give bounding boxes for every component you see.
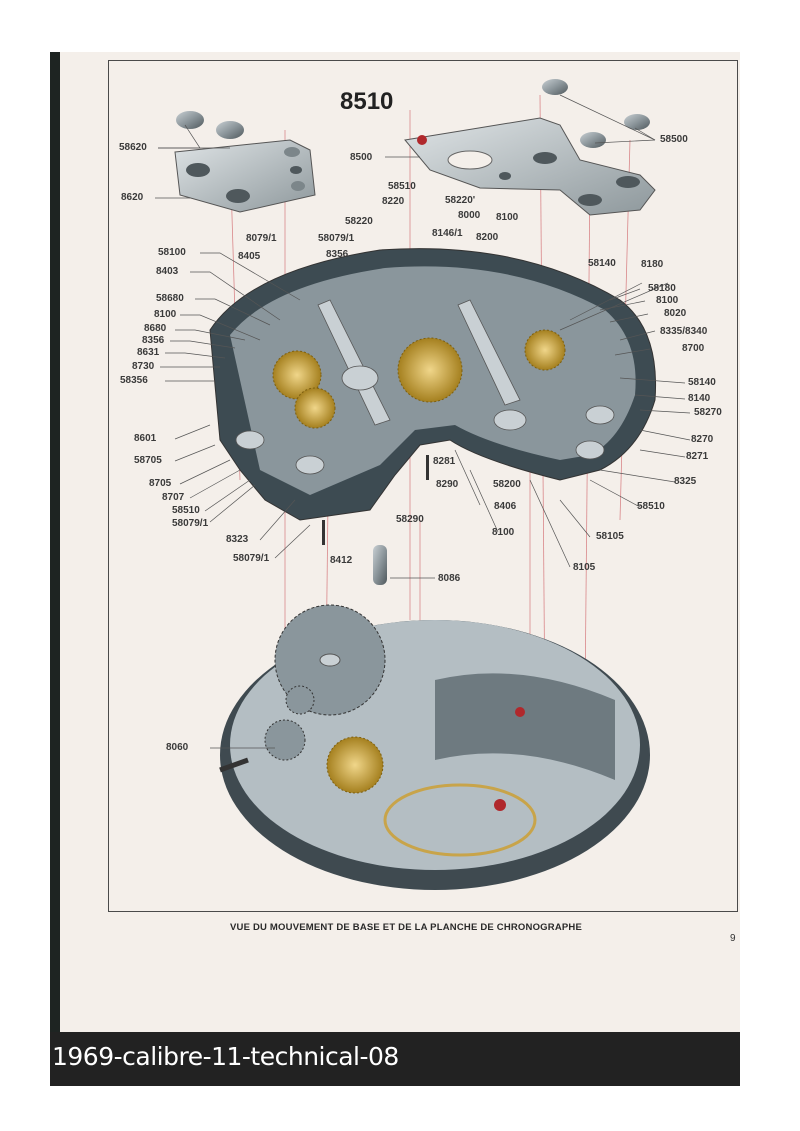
part-label: 8290 bbox=[436, 479, 459, 490]
part-label: 8105 bbox=[573, 562, 596, 573]
pin-8412 bbox=[322, 520, 325, 545]
part-label: 8200 bbox=[476, 232, 499, 243]
part-label: 8403 bbox=[156, 266, 179, 277]
part-label: 8325 bbox=[674, 476, 697, 487]
part-label: 8700 bbox=[682, 343, 705, 354]
image-filename-caption: 1969-calibre-11-technical-08 bbox=[52, 1042, 399, 1071]
part-label: 8356 bbox=[142, 335, 165, 346]
part-label: 8281 bbox=[433, 456, 456, 467]
part-label: 8180 bbox=[641, 259, 664, 270]
part-label: 8271 bbox=[686, 451, 709, 462]
bridge-8620 bbox=[174, 139, 316, 213]
part-label: 8705 bbox=[149, 478, 172, 489]
part-label: 58356 bbox=[120, 375, 148, 386]
part-label: 8100 bbox=[154, 309, 177, 320]
part-label: 58140 bbox=[588, 258, 616, 269]
part-label: 8100 bbox=[496, 212, 519, 223]
part-label: 58100 bbox=[158, 247, 186, 258]
leader-lines bbox=[155, 94, 691, 749]
part-label: 58140 bbox=[688, 377, 716, 388]
screws-58620 bbox=[176, 111, 244, 139]
part-label: 58680 bbox=[156, 293, 184, 304]
part-label: 58290 bbox=[396, 514, 424, 525]
pusher-8086 bbox=[373, 545, 387, 585]
part-label: 58510 bbox=[388, 181, 416, 192]
page-number: 9 bbox=[730, 933, 736, 944]
part-label: 8412 bbox=[330, 555, 353, 566]
part-label: 58180 bbox=[648, 283, 676, 294]
binding-edge bbox=[50, 52, 60, 1032]
part-label: 58079/1 bbox=[318, 233, 355, 244]
part-label: 8100 bbox=[492, 527, 515, 538]
part-label: 58200 bbox=[493, 479, 521, 490]
part-label: 58105 bbox=[596, 531, 624, 542]
illustration-frame bbox=[108, 60, 738, 912]
part-label: 8620 bbox=[121, 192, 144, 203]
part-label: 8100 bbox=[656, 295, 679, 306]
part-label: 8146/1 bbox=[432, 228, 463, 239]
figure-caption: VUE DU MOUVEMENT DE BASE ET DE LA PLANCH… bbox=[230, 922, 583, 933]
part-label: 58705 bbox=[134, 455, 162, 466]
part-label: 8140 bbox=[688, 393, 711, 404]
brass-wheels bbox=[272, 329, 566, 429]
part-label: 8680 bbox=[144, 323, 167, 334]
part-label: 8020 bbox=[664, 308, 687, 319]
part-label: 8079/1 bbox=[246, 233, 277, 244]
pin-8281 bbox=[426, 455, 429, 480]
bridge-8500 bbox=[404, 117, 656, 216]
part-label: 8730 bbox=[132, 361, 155, 372]
part-label: 8323 bbox=[226, 534, 249, 545]
part-label: 8601 bbox=[134, 433, 157, 444]
part-label: 58270 bbox=[694, 407, 722, 418]
part-label: 58079/1 bbox=[233, 553, 270, 564]
screws-58500 bbox=[542, 79, 650, 148]
part-label: 58510 bbox=[172, 505, 200, 516]
part-label: 8000 bbox=[458, 210, 481, 221]
part-label: 8270 bbox=[691, 434, 714, 445]
part-label: 58620 bbox=[119, 142, 147, 153]
calibre-number-title: 8510 bbox=[340, 88, 394, 115]
part-label: 8406 bbox=[494, 501, 517, 512]
part-label: 8500 bbox=[350, 152, 373, 163]
part-label: 8356 bbox=[326, 249, 349, 260]
image-caption-bar bbox=[50, 1032, 740, 1086]
part-label: 58220' bbox=[445, 195, 476, 206]
part-label: 58079/1 bbox=[172, 518, 209, 529]
part-label: 8707 bbox=[162, 492, 185, 503]
part-label: 8631 bbox=[137, 347, 160, 358]
part-label: 58510 bbox=[637, 501, 665, 512]
part-label: 8335/8340 bbox=[660, 326, 708, 337]
part-label: 58500 bbox=[660, 134, 688, 145]
base-movement bbox=[219, 604, 650, 890]
chrono-levers bbox=[235, 299, 615, 475]
part-label: 8060 bbox=[166, 742, 189, 753]
part-label: 8086 bbox=[438, 573, 461, 584]
part-label: 58220 bbox=[345, 216, 373, 227]
part-label: 8405 bbox=[238, 251, 261, 262]
part-label: 8220 bbox=[382, 196, 405, 207]
